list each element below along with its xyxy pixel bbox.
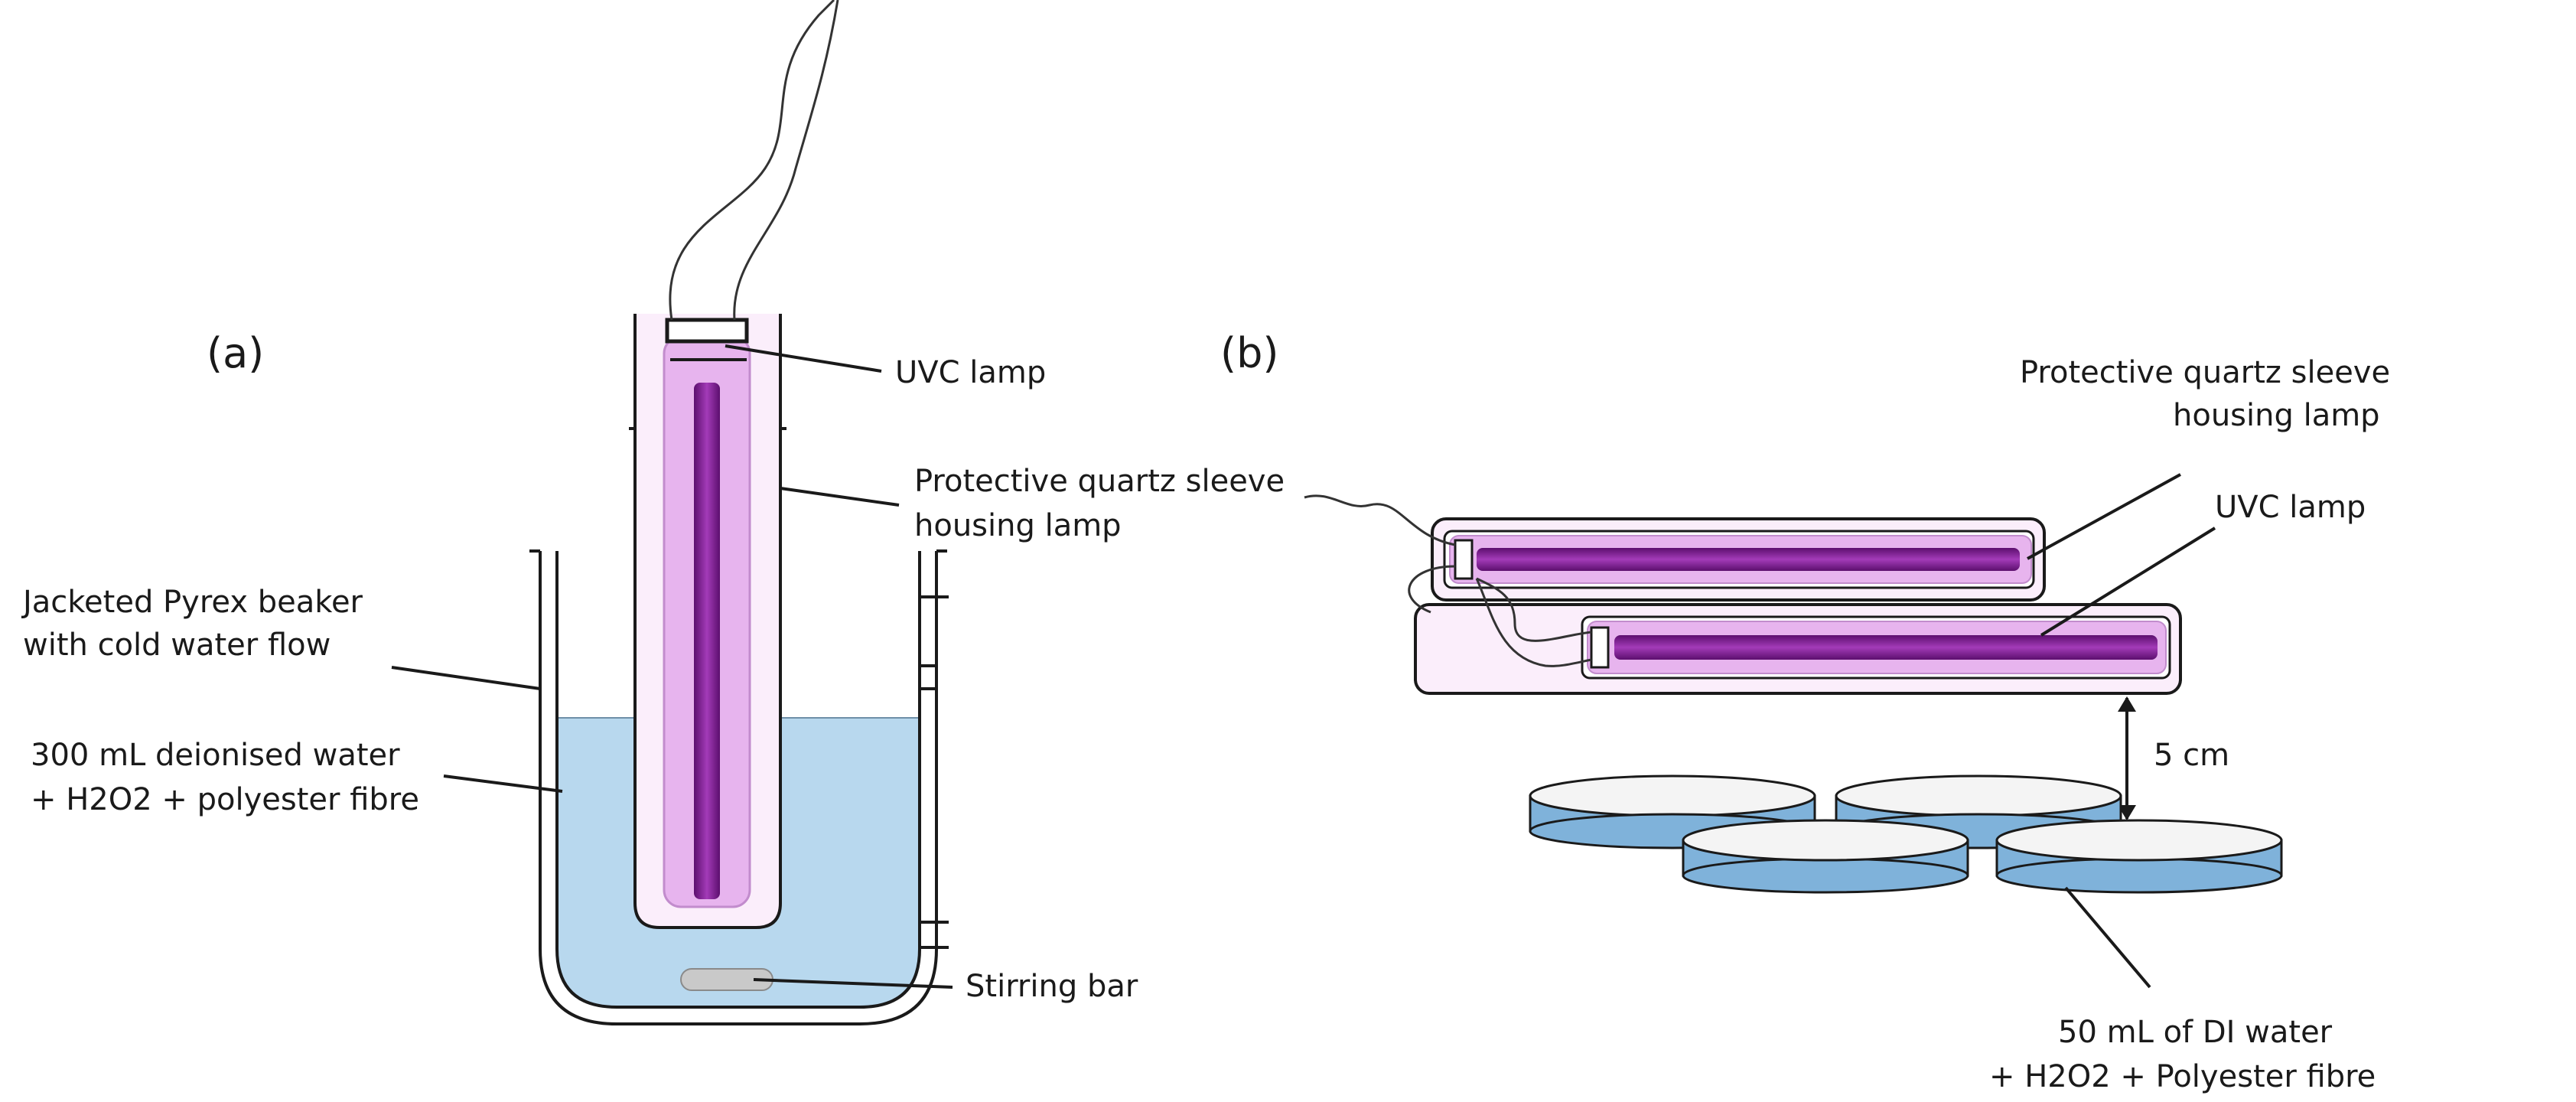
leader-uvc-a <box>725 344 882 373</box>
label-sleeve-a-2: housing lamp <box>914 508 1122 543</box>
beaker-outer-wall <box>539 551 938 1025</box>
label-sleeve-b-2: housing lamp <box>2173 398 2380 433</box>
label-beaker-1: Jacketed Pyrex beaker <box>21 585 363 620</box>
label-solution-2: + H2O2 + polyester fibre <box>31 782 419 817</box>
beaker-inner-wall <box>555 551 921 1009</box>
petri-dish-3 <box>1682 819 1969 894</box>
label-distance: 5 cm <box>2154 738 2229 773</box>
lamp-core-a <box>694 383 720 899</box>
label-dish-2: + H2O2 + Polyester fibre <box>1989 1059 2376 1094</box>
panel-a-label: (a) <box>207 329 264 377</box>
power-cable-b <box>1304 494 1456 546</box>
power-cable-a <box>669 0 835 321</box>
label-uvc-lamp-a: UVC lamp <box>895 355 1046 390</box>
label-sleeve-a-1: Protective quartz sleeve <box>914 464 1285 499</box>
leader-dish <box>2064 886 2151 989</box>
leader-sleeve-b <box>2027 473 2181 560</box>
lamp-cap <box>665 318 749 344</box>
panel-a: (a) UVC lam <box>21 0 1285 1025</box>
label-beaker-2: with cold water flow <box>23 628 331 663</box>
label-dish-1: 50 mL of DI water <box>2058 1015 2333 1050</box>
leader-sleeve-a <box>780 487 900 507</box>
label-solution-1: 300 mL deionised water <box>31 738 400 773</box>
leader-stirring-bar <box>753 978 953 989</box>
panel-b: (b) 5 cm <box>1220 329 2390 1094</box>
leader-uvc-b <box>2040 527 2216 637</box>
leader-beaker <box>391 666 541 690</box>
leader-solution <box>443 774 563 793</box>
petri-dish-4 <box>1995 819 2283 894</box>
label-sleeve-b-1: Protective quartz sleeve <box>2020 355 2390 390</box>
panel-b-label: (b) <box>1220 329 1278 377</box>
label-uvc-lamp-b: UVC lamp <box>2215 490 2366 525</box>
label-stirring-bar: Stirring bar <box>966 969 1138 1004</box>
